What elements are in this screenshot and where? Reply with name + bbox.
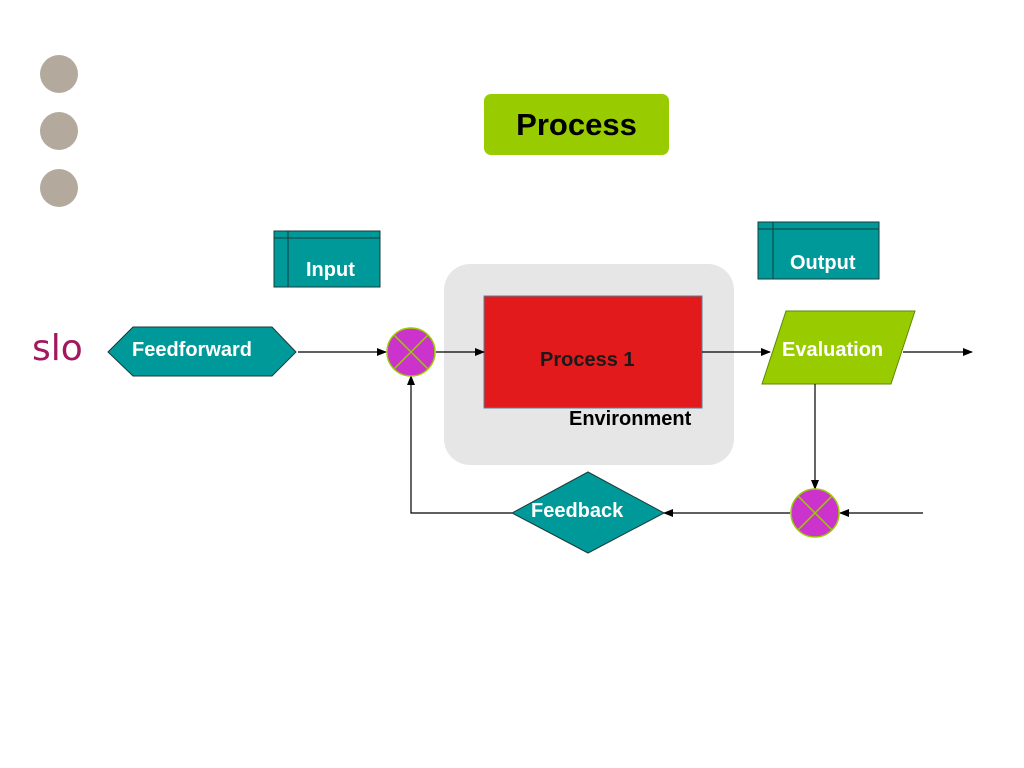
feedback-to-junction-arrow xyxy=(407,375,512,514)
summing-junction-2 xyxy=(790,488,840,538)
page-title: Process xyxy=(516,106,637,142)
slo-logo: slo xyxy=(32,328,83,369)
bullet-dot-2 xyxy=(40,112,78,150)
summing-junction-1 xyxy=(386,327,436,377)
input-shape xyxy=(273,230,381,288)
evaluation-label: Evaluation xyxy=(782,339,884,361)
feedback-label: Feedback xyxy=(531,500,624,522)
bullet-dot-3 xyxy=(40,169,78,207)
environment-label: Environment xyxy=(569,408,692,430)
feedback-shape xyxy=(510,471,666,554)
feedforward-shape xyxy=(107,326,297,377)
feedforward-label: Feedforward xyxy=(132,339,253,361)
page-title-box: Process xyxy=(484,94,669,155)
bullet-dot-1 xyxy=(40,55,78,93)
input-label: Input xyxy=(306,259,355,281)
evaluation-shape xyxy=(761,310,916,385)
process-label: Process 1 xyxy=(540,349,635,371)
output-label: Output xyxy=(790,252,856,274)
output-shape xyxy=(757,221,880,280)
